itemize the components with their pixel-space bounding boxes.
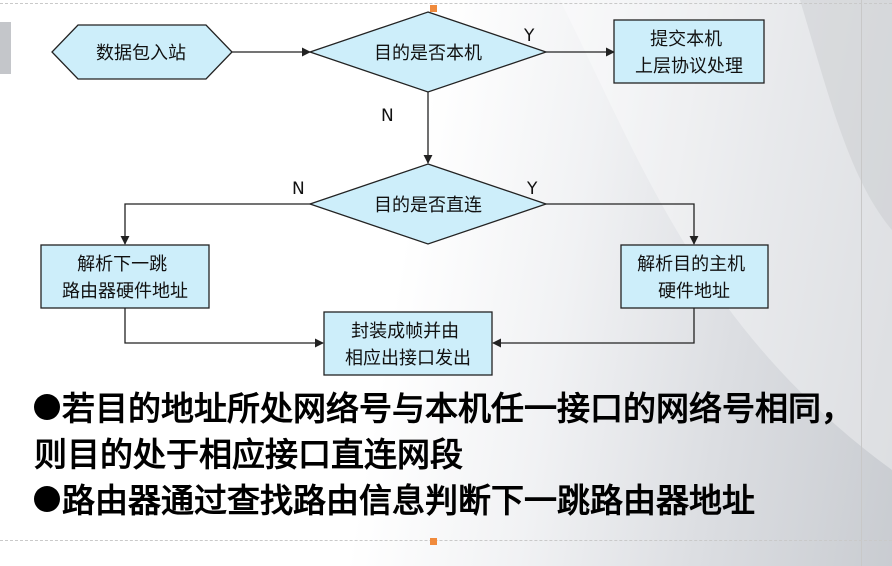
edge-is-direct-no — [120, 203, 312, 245]
node-encapsulate-label: 封装成帧并由 相应出接口发出 — [345, 321, 471, 369]
node-resolve-next-hop: 解析下一跳 路由器硬件地址 — [40, 244, 210, 309]
node-is-local-label: 目的是否本机 — [374, 43, 482, 64]
bullet-text: 路由器通过查找路由信息判断下一跳路由器地址 — [62, 481, 755, 520]
resize-handle-bottom[interactable] — [430, 538, 437, 545]
slide-right-border — [861, 0, 862, 566]
node-resolve-next-hop-label: 解析下一跳 路由器硬件地址 — [62, 254, 188, 302]
node-encapsulate: 封装成帧并由 相应出接口发出 — [323, 311, 493, 376]
label-is-local-yes: Y — [523, 26, 535, 46]
bullet-dot-icon — [34, 394, 60, 420]
node-submit-upper-label: 提交本机 上层协议处理 — [635, 29, 743, 77]
label-is-local-no: N — [381, 106, 394, 126]
bullet-item: 若目的地址所处网络号与本机任一接口的网络号相同，则目的处于相应接口直连网段 — [34, 386, 854, 478]
bottom-guide-line — [0, 540, 892, 541]
node-is-direct-label: 目的是否直连 — [374, 195, 482, 216]
node-is-direct: 目的是否直连 — [307, 163, 549, 245]
bullet-dot-icon — [34, 486, 60, 512]
node-start: 数据包入站 — [51, 24, 233, 80]
label-is-direct-no: N — [292, 179, 305, 199]
node-start-label: 数据包入站 — [96, 43, 186, 64]
left-accent-bar — [0, 22, 11, 74]
top-guide-line — [0, 3, 892, 4]
node-resolve-dest-host-label: 解析目的主机 硬件地址 — [637, 254, 751, 302]
flowchart: 数据包入站 目的是否本机 提交本机 上层协议处理 目的是否直连 解析下一跳 路由… — [40, 11, 769, 376]
node-submit-upper: 提交本机 上层协议处理 — [613, 19, 765, 84]
label-is-direct-yes: Y — [526, 179, 538, 199]
node-resolve-dest-host: 解析目的主机 硬件地址 — [620, 244, 769, 309]
bullet-item: 路由器通过查找路由信息判断下一跳路由器地址 — [34, 478, 854, 524]
edge-next-hop-to-encapsulate — [124, 308, 324, 348]
edge-dest-host-to-encapsulate — [492, 308, 695, 348]
resize-handle-top[interactable] — [430, 5, 437, 12]
edge-is-direct-yes — [544, 203, 699, 245]
bullet-text: 若目的地址所处网络号与本机任一接口的网络号相同，则目的处于相应接口直连网段 — [34, 389, 854, 474]
bullet-list: 若目的地址所处网络号与本机任一接口的网络号相同，则目的处于相应接口直连网段 路由… — [34, 386, 854, 524]
node-is-local: 目的是否本机 — [307, 11, 549, 93]
